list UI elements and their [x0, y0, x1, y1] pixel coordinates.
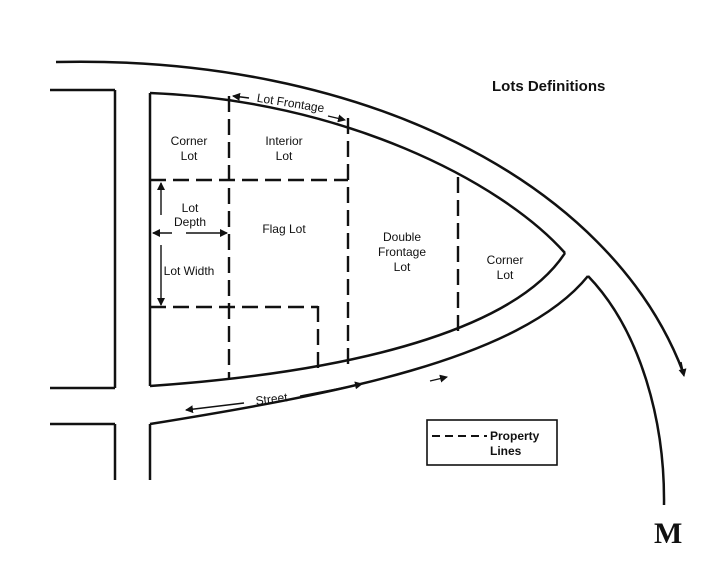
interior-lot-label-line2: Lot	[276, 149, 293, 163]
lot-frontage-arrow-left	[232, 92, 250, 101]
diagram-title: Lots Definitions	[492, 78, 605, 95]
lot-width-label: Lot Width	[164, 264, 215, 278]
legend-label-line1: Property	[490, 429, 540, 443]
legend-label-line2: Lines	[490, 444, 522, 458]
double-frontage-lot-label-line1: Double	[383, 230, 421, 244]
corner-lot-right-label-line2: Lot	[497, 268, 514, 282]
lot-labels: Corner Lot Interior Lot Lot Depth Lot Wi…	[164, 91, 524, 408]
corner-mark-letter: M	[654, 517, 682, 550]
corner-lot-left-label-line2: Lot	[181, 149, 198, 163]
double-frontage-lot-label-line3: Lot	[394, 260, 411, 274]
block-bottom-edge	[149, 252, 567, 388]
street-direction-tick	[429, 374, 448, 383]
top-road-edge	[55, 60, 685, 373]
lot-frontage-arrow-right	[327, 114, 346, 123]
block-top-edge	[149, 91, 566, 254]
lower-road-edge	[149, 275, 589, 426]
street-arrow-right	[299, 381, 363, 397]
right-road-edge	[587, 275, 666, 506]
legend-box	[426, 419, 558, 466]
corner-lot-left-label-line1: Corner	[171, 134, 208, 148]
lot-depth-label-line2: Depth	[174, 215, 206, 229]
property-lines	[150, 96, 460, 380]
corner-lot-right-label-line1: Corner	[487, 253, 524, 267]
lot-depth-label-line1: Lot	[182, 201, 199, 215]
legend: Property Lines	[426, 419, 558, 466]
double-frontage-lot-label-line2: Frontage	[378, 245, 426, 259]
street-edges	[50, 60, 685, 506]
flag-lot-label: Flag Lot	[262, 222, 306, 236]
street-label: Street	[255, 390, 289, 408]
dimension-arrows	[152, 92, 687, 414]
street-arrow-left	[185, 402, 245, 414]
road-end-arrow	[678, 361, 687, 377]
interior-lot-label-line1: Interior	[265, 134, 302, 148]
